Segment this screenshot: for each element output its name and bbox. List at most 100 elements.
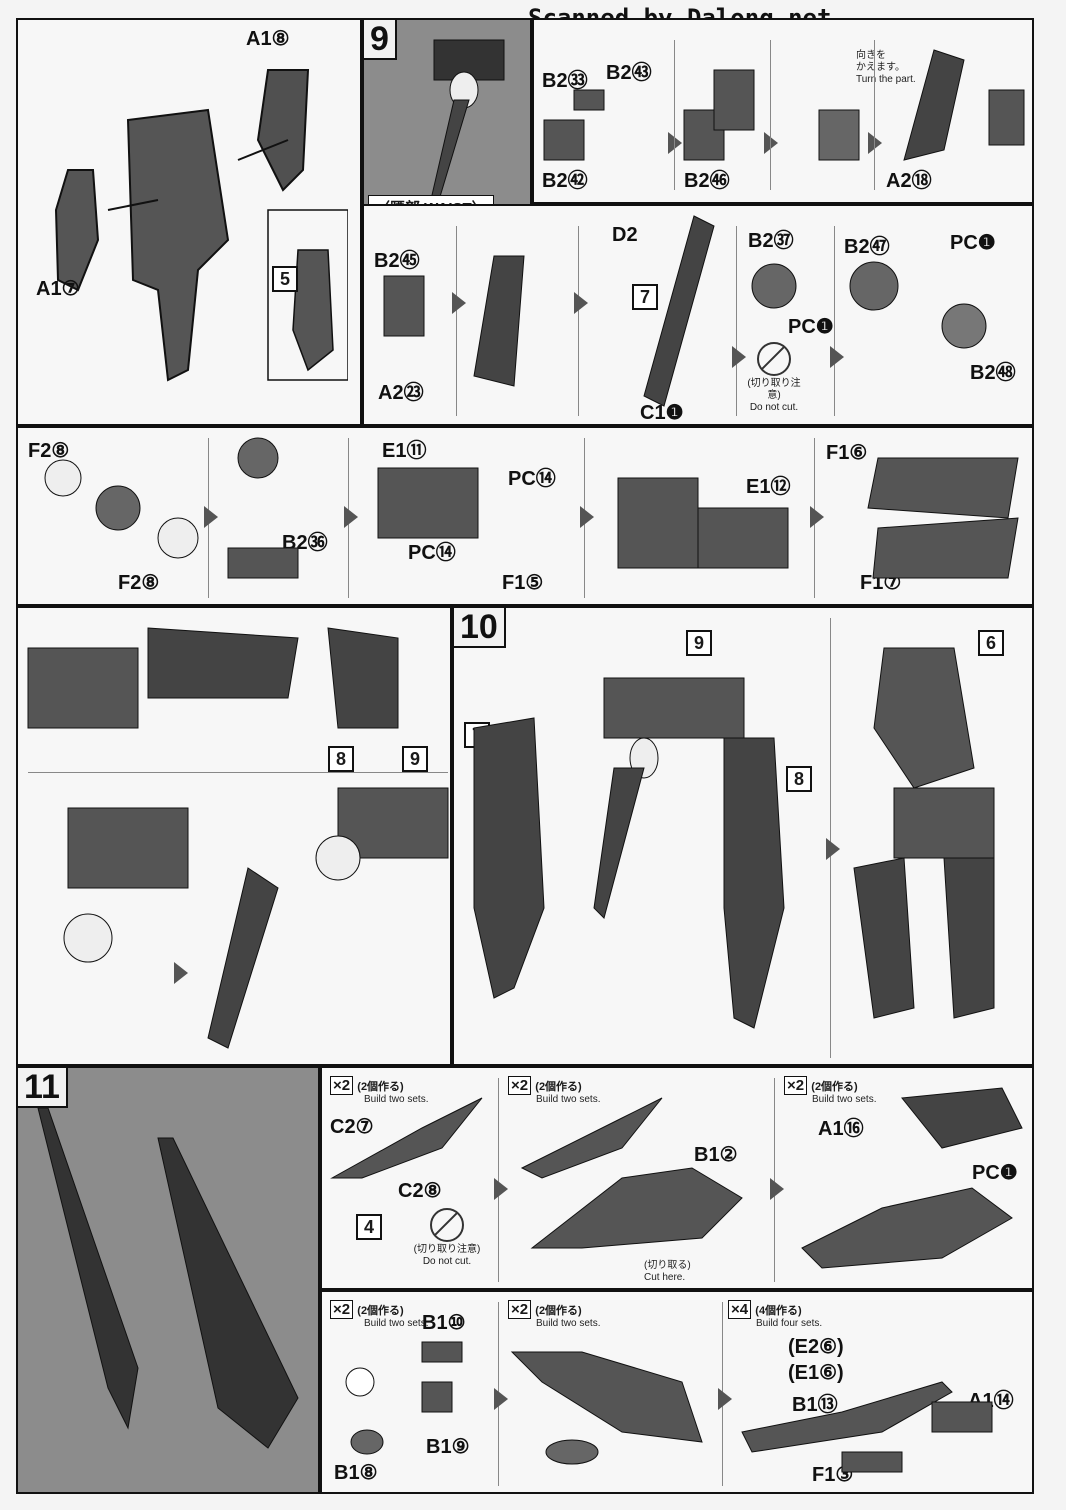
label-b1-13: B1⑬: [792, 1394, 838, 1416]
label-e1-11: E1⑪: [382, 440, 427, 462]
sticker-ref-4: 4: [356, 1214, 382, 1240]
build-two-jp: (2個作る): [535, 1305, 582, 1317]
label-f2-8a: F2⑧: [28, 440, 70, 462]
step-arrow: [764, 132, 778, 154]
row4-illustration: [27, 627, 449, 1049]
cut-here-en: Cut here.: [644, 1272, 686, 1283]
no-cut-icon: [430, 1208, 464, 1242]
step-arrow: [668, 132, 682, 154]
step-arrow: [826, 838, 840, 860]
sticker-ref-9: 9: [402, 746, 428, 772]
label-b2-58: B2㊽: [970, 362, 1016, 384]
label-a1-16: A1⑯: [818, 1118, 864, 1140]
label-f1-6: F1⑥: [826, 442, 868, 464]
step-9-waist-panel: 9 〈腰部 WAIST〉: [362, 18, 532, 228]
step-arrow: [174, 962, 188, 984]
waist-illustration: [431, 39, 505, 201]
label-c2-7: C2⑦: [330, 1116, 374, 1138]
no-cut-en: Do not cut.: [422, 1256, 472, 1267]
divider: [28, 772, 448, 773]
label-e1-6: (E1⑥): [788, 1362, 844, 1384]
label-b2-45: B2㊺: [374, 250, 420, 272]
build-two-jp: (2個作る): [535, 1081, 582, 1093]
step11-lower-illustration: [345, 1341, 993, 1473]
label-c1-1: C1❶: [640, 402, 684, 424]
subassembly-ref-6: 6: [978, 630, 1004, 656]
part-label-a1-8: A1⑧: [246, 28, 290, 50]
label-pc-1b: PC❶: [950, 232, 996, 254]
build-two-badge-5: ×2 (2個作る): [508, 1300, 582, 1319]
step-number-10: 10: [454, 608, 506, 648]
row2-illustration: [383, 215, 987, 407]
divider: [456, 226, 457, 416]
build-two-jp: (2個作る): [811, 1081, 858, 1093]
step-number-11: 11: [18, 1068, 68, 1108]
step-arrow: [868, 132, 882, 154]
divider: [578, 226, 579, 416]
step-10-panel: 10 9 7 8 6: [452, 606, 1034, 1066]
build-four-badge: ×4 (4個作る): [728, 1300, 802, 1319]
build-two-en-1: Build two sets.: [364, 1094, 429, 1105]
step-9-row2-panel: B2㊺ A2㉓ D2 C1❶ 7 B2㊲ PC❶ (切り取り注意) Do not…: [362, 204, 1034, 426]
build-four-en: Build four sets.: [756, 1318, 823, 1329]
step-11-lower-panel: ×2 (2個作る) Build two sets. B1⑩ B1⑨ B1⑧ ×2…: [320, 1290, 1034, 1494]
label-pc-1c: PC❶: [972, 1162, 1018, 1184]
label-a2-18: A2⑱: [886, 170, 932, 192]
step-9-parts-strip: B2㉝ B2㊸ B2㊷ B2㊻ A2⑱ 向きを かえます。 Turn the p…: [532, 18, 1034, 204]
label-e2-6: (E2⑥): [788, 1336, 844, 1358]
part-label-a1-7: A1⑦: [36, 278, 80, 300]
step-arrow: [204, 506, 218, 528]
build-two-jp: (2個作る): [357, 1081, 404, 1093]
no-cut-jp: (切り取り注意): [413, 1244, 481, 1255]
step-arrow: [494, 1178, 508, 1200]
divider: [874, 40, 875, 190]
step10-illustration: [473, 647, 995, 1029]
build-two-badge-4: ×2 (2個作る): [330, 1300, 404, 1319]
do-not-cut-note: (切り取り注意) Do not cut.: [744, 342, 804, 414]
turn-part-note: 向きを かえます。 Turn the part.: [856, 50, 916, 85]
no-cut-icon: [757, 342, 791, 376]
no-cut-en: Do not cut.: [749, 402, 799, 413]
label-b2-33: B2㉝: [542, 70, 588, 92]
build-two-en-2: Build two sets.: [536, 1094, 601, 1105]
label-b1-8: B1⑧: [334, 1462, 378, 1484]
subassembly-ref-8: 8: [786, 766, 812, 792]
label-a2-23: A2㉓: [378, 382, 424, 404]
build-four-jp: (4個作る): [755, 1305, 802, 1317]
step-arrow: [810, 506, 824, 528]
label-pc-1: PC❶: [788, 316, 834, 338]
weapon-illustration: [37, 1107, 299, 1449]
step-arrow: [732, 346, 746, 368]
label-f2-8b: F2⑧: [118, 572, 160, 594]
step-arrow: [574, 292, 588, 314]
step-arrow: [718, 1388, 732, 1410]
step-arrow: [580, 506, 594, 528]
divider: [674, 40, 675, 190]
cut-here-jp: (切り取る): [644, 1260, 691, 1271]
label-b1-10: B1⑩: [422, 1312, 466, 1334]
label-c2-8: C2⑧: [398, 1180, 442, 1202]
row3-panel: F2⑧ F2⑧ B2㊱ E1⑪ PC⑭ PC⑭ F1⑤ E1⑫ F1⑥ F1⑦: [16, 426, 1034, 606]
build-two-badge-3: ×2 (2個作る): [784, 1076, 858, 1095]
label-d2: D2: [612, 224, 638, 246]
step-arrow: [494, 1388, 508, 1410]
label-b2-42: B2㊷: [542, 170, 588, 192]
step-arrow: [452, 292, 466, 314]
label-b1-9: B1⑨: [426, 1436, 470, 1458]
build-two-jp: (2個作る): [357, 1305, 404, 1317]
row3-illustration: [44, 437, 1019, 579]
step-arrow: [770, 1178, 784, 1200]
no-cut-jp: (切り取り注意): [747, 378, 801, 401]
row4-left-panel: 8 9: [16, 606, 452, 1066]
label-b2-57: B2㊼: [844, 236, 890, 258]
step-arrow: [830, 346, 844, 368]
leg-armor-illustration: [54, 69, 348, 382]
build-two-en-5: Build two sets.: [536, 1318, 601, 1329]
step-11-upper-panel: ×2 (2個作る) Build two sets. C2⑦ C2⑧ 4 (切り取…: [320, 1066, 1034, 1290]
left-assembly-panel: A1⑧ A1⑦ 5: [16, 18, 362, 426]
build-two-en-4: Build two sets.: [364, 1318, 429, 1329]
label-b2-37: B2㊲: [748, 230, 794, 252]
build-two-badge-1: ×2 (2個作る): [330, 1076, 404, 1095]
sticker-ref-5: 5: [272, 266, 298, 292]
label-pc-14a: PC⑭: [508, 468, 556, 490]
